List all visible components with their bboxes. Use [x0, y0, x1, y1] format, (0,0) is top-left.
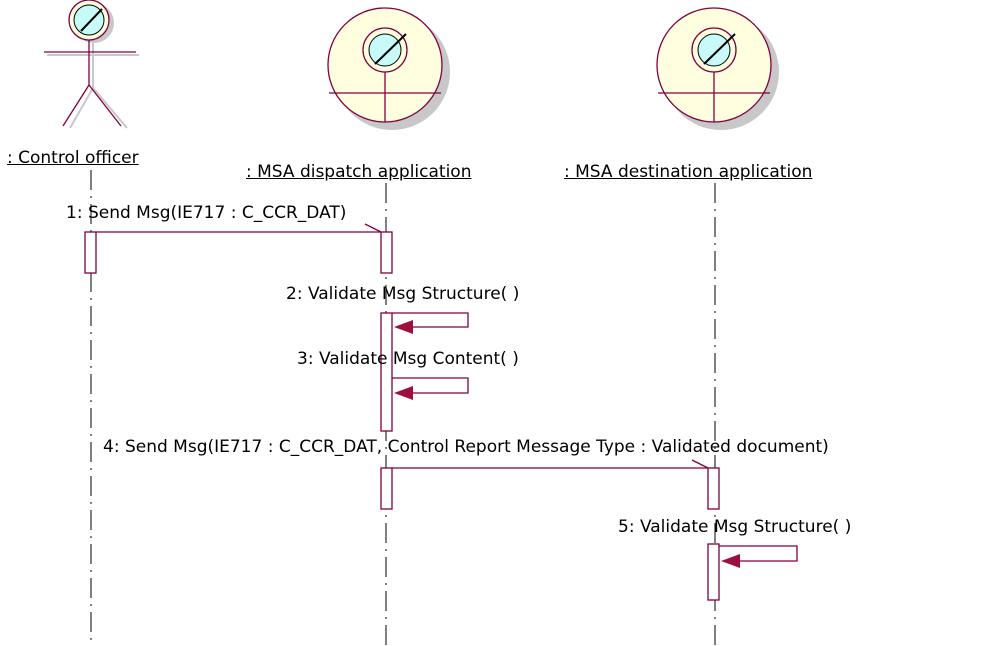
message-3-label: 3: Validate Msg Content( )	[297, 349, 519, 369]
participant-label-msa-destination: : MSA destination application	[564, 162, 813, 182]
activation-dispatch-3	[380, 467, 393, 510]
activation-destination-2	[707, 543, 720, 601]
message-2-self-arrow	[392, 312, 469, 334]
actor-icon	[44, 0, 139, 129]
participant-label-msa-dispatch: : MSA dispatch application	[246, 162, 472, 182]
message-5-label: 5: Validate Msg Structure( )	[618, 517, 852, 537]
activation-destination-1	[707, 467, 720, 510]
message-5-self-arrow	[719, 545, 798, 568]
message-1-arrow	[96, 223, 382, 233]
message-1-label: 1: Send Msg(IE717 : C_CCR_DAT)	[66, 203, 347, 223]
message-4-arrow	[392, 459, 709, 469]
activation-dispatch-1	[380, 231, 393, 274]
message-3-self-arrow	[392, 377, 469, 400]
message-2-label: 2: Validate Msg Structure( )	[286, 284, 520, 304]
activation-officer	[84, 231, 97, 274]
message-4-label: 4: Send Msg(IE717 : C_CCR_DAT, Control R…	[103, 437, 829, 457]
control-boundary-icon-destination	[656, 7, 779, 130]
activation-dispatch-2	[380, 312, 393, 432]
control-boundary-icon-dispatch	[327, 7, 450, 130]
participant-label-control-officer: : Control officer	[7, 148, 139, 168]
